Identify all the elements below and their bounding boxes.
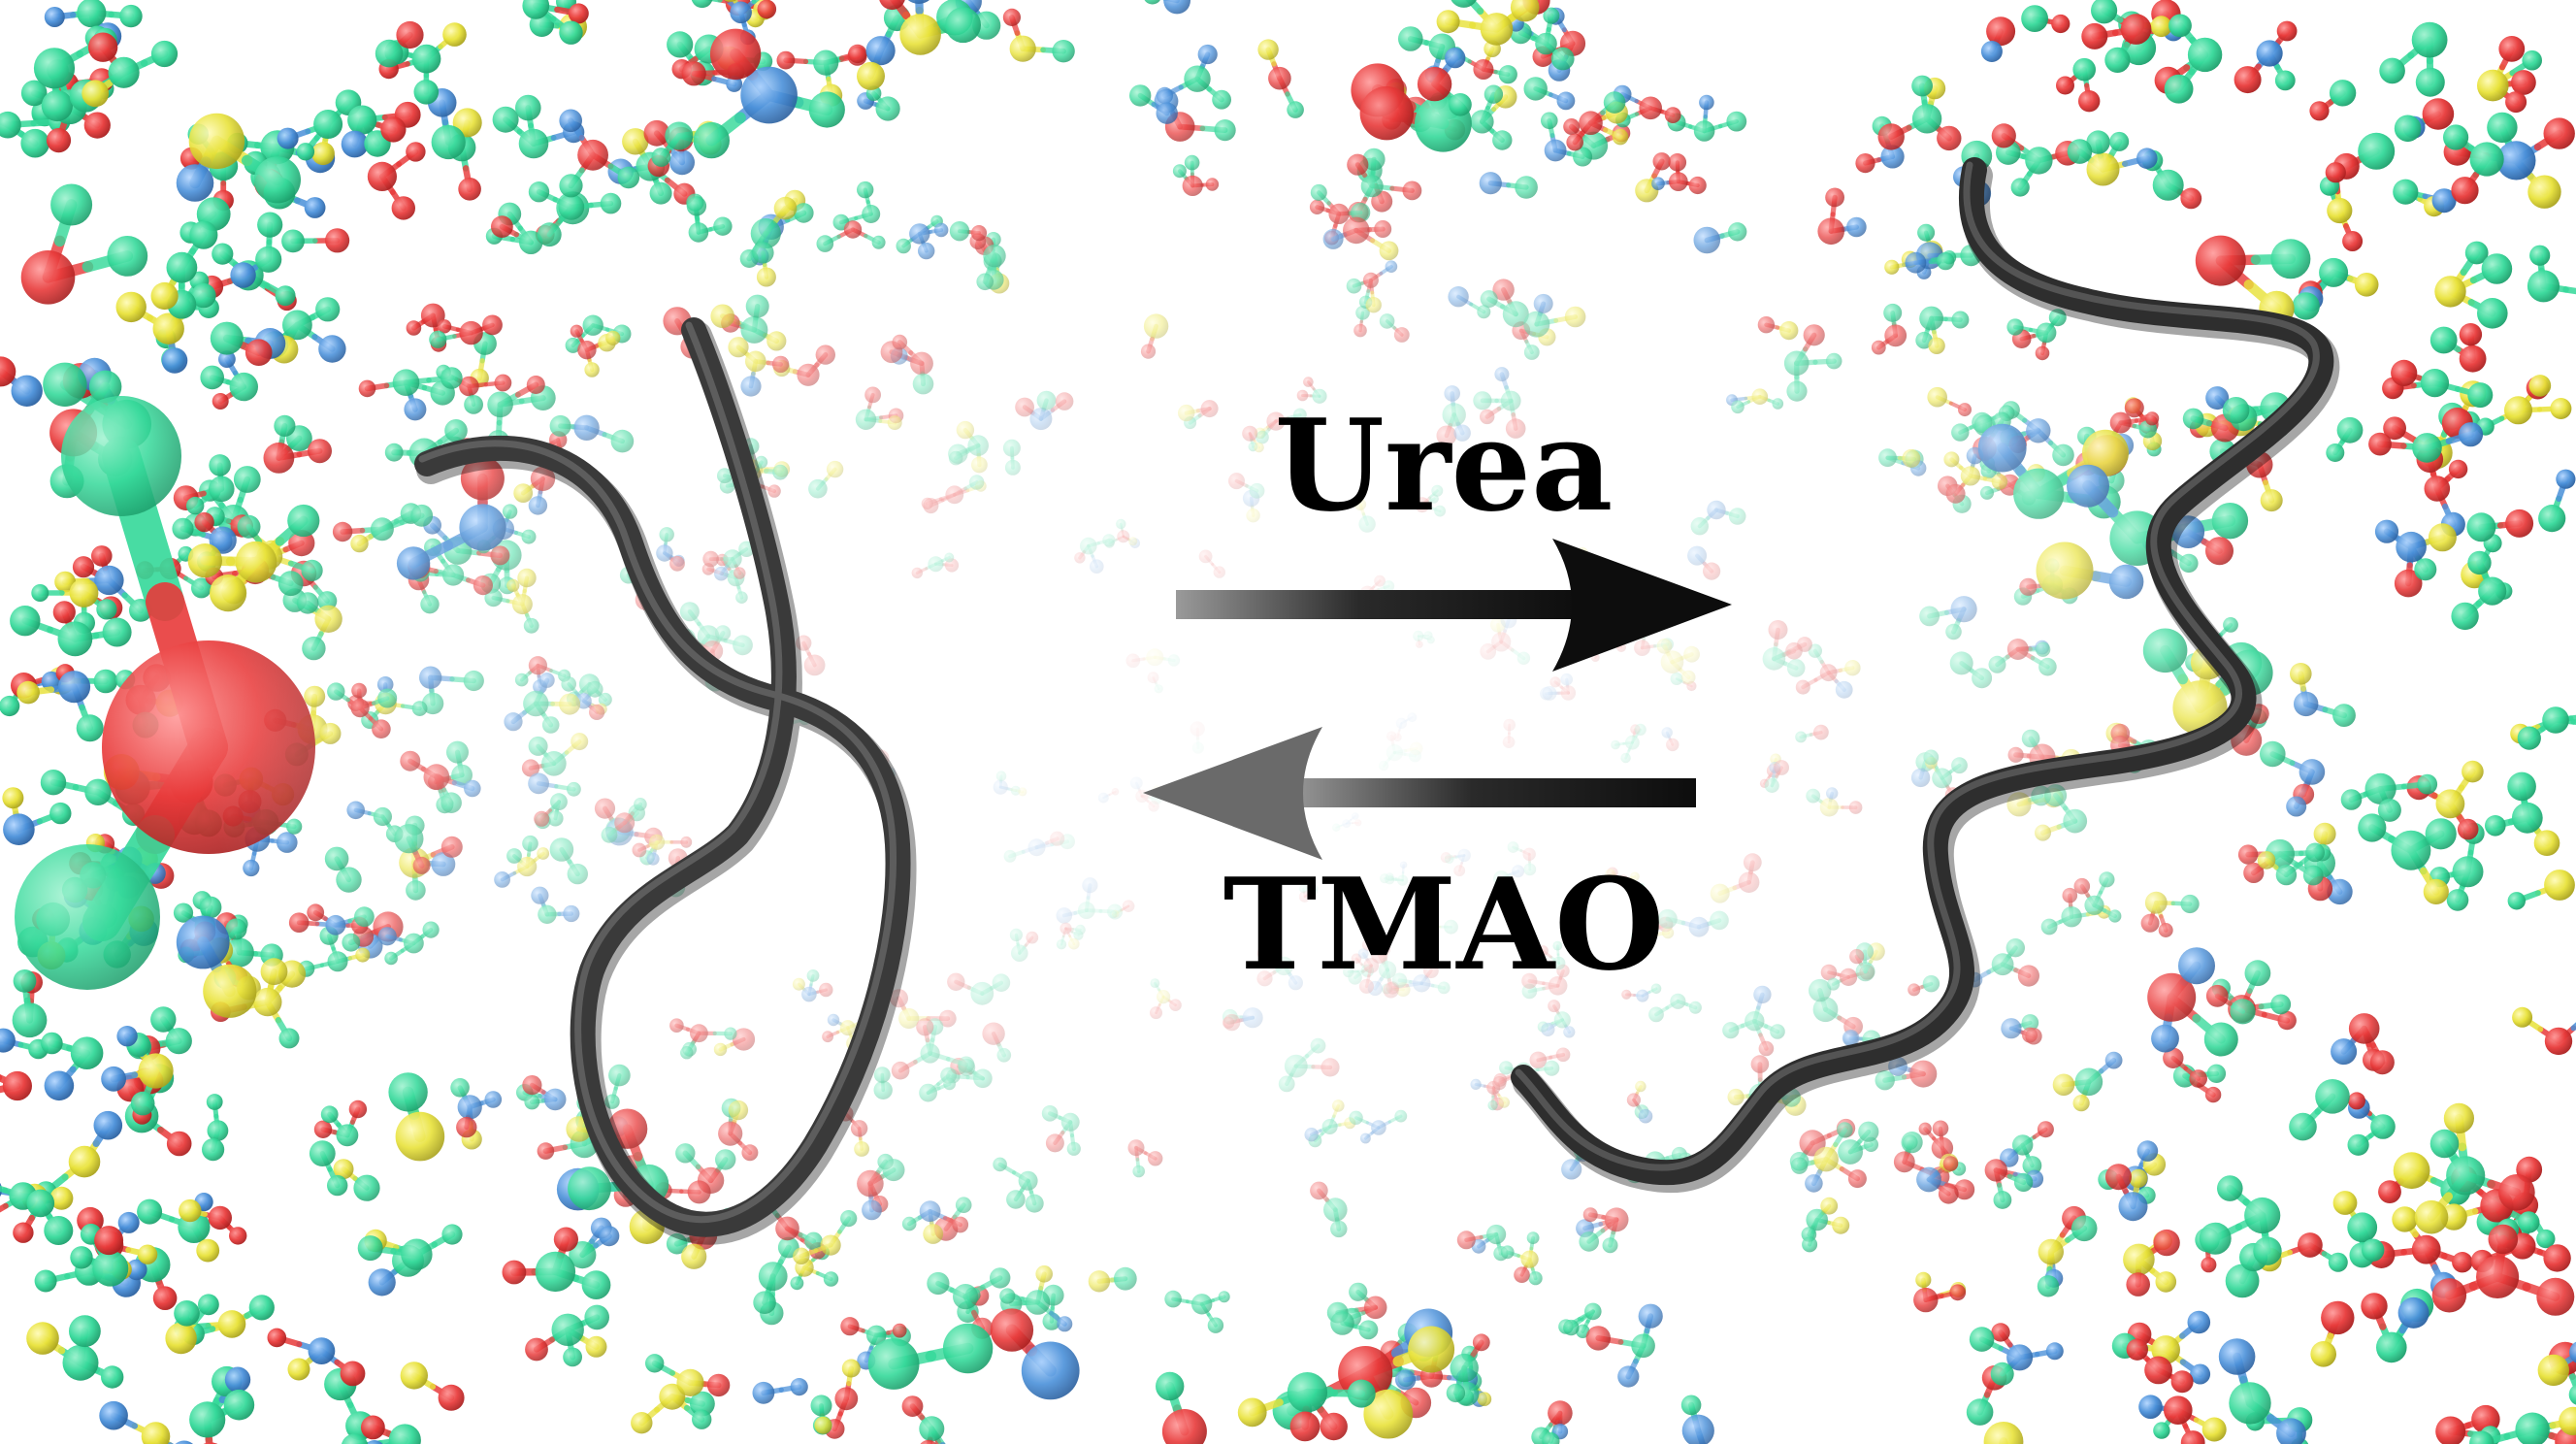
forward-label: Urea [1275, 391, 1614, 540]
arrow-left-icon [1143, 727, 1696, 860]
arrow-right-icon [1176, 539, 1732, 672]
extended-peptide-chain [1511, 157, 2340, 1194]
collapsed-peptide-chain [414, 317, 917, 1245]
reverse-label: TMAO [1223, 850, 1665, 999]
